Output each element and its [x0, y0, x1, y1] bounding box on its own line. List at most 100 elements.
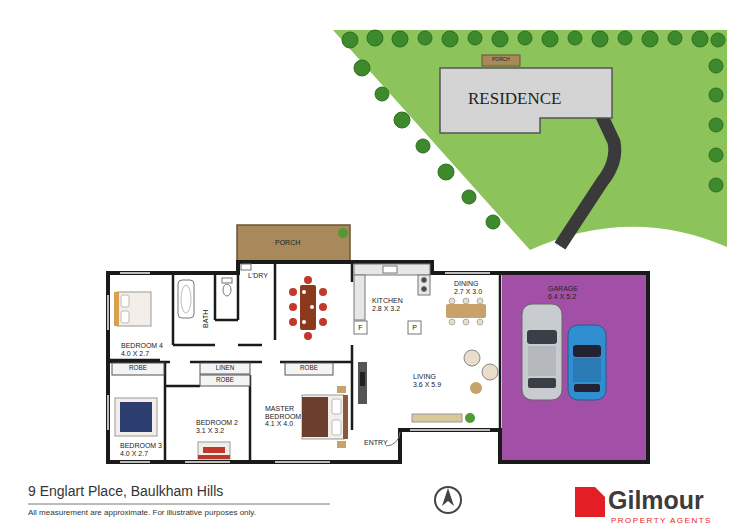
- tree: [492, 31, 508, 47]
- fixture-letter: P: [408, 324, 421, 332]
- living-furniture: [482, 364, 498, 380]
- bed-symbol: [117, 292, 151, 326]
- interior-wall: [165, 362, 250, 462]
- room-box: KITCHEN2.8 X 3.2: [352, 262, 432, 340]
- room-box: BEDROOM 23.1 X 3.2: [165, 386, 250, 462]
- bed-symbol: [114, 292, 151, 326]
- kitchen-counter: [422, 287, 427, 292]
- room-size: 3.6 X 5.9: [413, 381, 441, 389]
- interior-wall: [351, 262, 354, 430]
- room-name: ENTRY: [364, 439, 388, 447]
- living-furniture: [464, 350, 480, 366]
- heading-holder: All measurement are approximate. For ill…: [28, 509, 256, 518]
- plan-caption: All measurement are approximate. For ill…: [28, 509, 256, 518]
- car-symbol: [574, 384, 600, 392]
- dining-table-symbol: [289, 276, 327, 340]
- bed-symbol: [114, 292, 119, 326]
- room-size: 2.7 X 3.0: [454, 288, 482, 296]
- bath-symbol: [241, 264, 251, 270]
- plan-title: 9 Englart Place, Baulkham Hills: [28, 484, 223, 499]
- compass-symbol: [442, 488, 454, 506]
- car-symbol: [568, 325, 606, 400]
- dining-table-symbol: [449, 319, 455, 325]
- room-box: PORCH: [237, 225, 350, 262]
- window: [445, 272, 490, 274]
- living-furniture: [470, 382, 482, 394]
- room-box: LINEN: [200, 363, 250, 374]
- room-size: 4.0 X 2.7: [120, 450, 148, 458]
- dining-table-symbol: [300, 285, 316, 330]
- bed-symbol: [337, 441, 346, 448]
- room-box: BEDROOM 34.0 X 2.7: [108, 375, 165, 462]
- room-box: MASTER BEDROOM4.1 X 4.0: [250, 375, 352, 462]
- bed-symbol: [337, 386, 346, 393]
- window: [108, 273, 490, 462]
- window: [107, 395, 109, 430]
- robe-outline: [285, 363, 333, 375]
- room-name: MASTER BEDROOM: [265, 405, 299, 420]
- compass-symbol: [435, 487, 461, 513]
- tree: [418, 31, 432, 45]
- room-size: 3.1 X 3.2: [196, 427, 224, 435]
- interior-wall: [274, 262, 277, 340]
- dining-table-symbol: [463, 298, 469, 304]
- bed-symbol: [121, 295, 129, 307]
- logo-mark: [575, 487, 605, 517]
- tree: [462, 190, 476, 204]
- label-holder: Gilmour: [608, 487, 728, 515]
- dining-table-symbol: [446, 298, 486, 325]
- tree: [642, 31, 658, 47]
- dining-table-symbol: [289, 288, 297, 296]
- exterior-wall: [108, 262, 648, 462]
- robe-outline: [112, 363, 164, 375]
- room-name: LINEN: [200, 365, 250, 372]
- room-name: BEDROOM 2: [196, 419, 238, 427]
- driveway: [560, 112, 615, 246]
- bath-symbol: [223, 284, 231, 296]
- dining-table-symbol: [319, 288, 327, 296]
- room-name: ROBE: [285, 365, 333, 372]
- label-holder: F: [354, 321, 367, 332]
- tree: [711, 33, 725, 47]
- bed-symbol: [115, 398, 157, 436]
- room-box: BATH: [173, 273, 215, 345]
- car-symbol: [527, 330, 557, 344]
- brand-tagline: PROPERTY AGENTS: [611, 517, 712, 526]
- interior-wall: [238, 344, 262, 347]
- bed-symbol: [198, 442, 230, 459]
- window: [185, 461, 230, 463]
- room-box: ROBE: [112, 363, 164, 375]
- living-furniture: [360, 372, 365, 386]
- tree: [618, 31, 632, 45]
- living-furniture: [465, 413, 475, 423]
- garage-floor: [502, 275, 646, 460]
- bed-symbol: [332, 420, 341, 435]
- room-name: RESIDENCE: [468, 90, 562, 109]
- living-furniture: [358, 350, 498, 423]
- dining-table-symbol: [449, 298, 483, 325]
- tree: [416, 139, 430, 153]
- room-size: 6.4 X 5.2: [548, 293, 576, 301]
- room-name: PORCH: [482, 57, 520, 62]
- dining-table-symbol: [304, 332, 312, 340]
- room-name: BEDROOM 4: [121, 342, 163, 350]
- living-furniture: [358, 362, 367, 404]
- door-swing: [386, 432, 400, 446]
- window: [275, 461, 330, 463]
- site-plan: [333, 30, 727, 250]
- bed-symbol: [120, 402, 152, 432]
- fixture-letter: F: [354, 324, 367, 332]
- window: [410, 429, 490, 431]
- bed-symbol: [115, 398, 157, 436]
- dining-table-symbol: [319, 303, 327, 311]
- dining-table-symbol: [289, 318, 297, 326]
- dining-table-symbol: [289, 303, 297, 311]
- room-name: KITCHEN: [372, 297, 403, 305]
- bed-symbol: [343, 395, 348, 439]
- kitchen-counter: [354, 321, 367, 334]
- dining-table-symbol: [302, 290, 306, 294]
- bed-symbol: [203, 447, 225, 453]
